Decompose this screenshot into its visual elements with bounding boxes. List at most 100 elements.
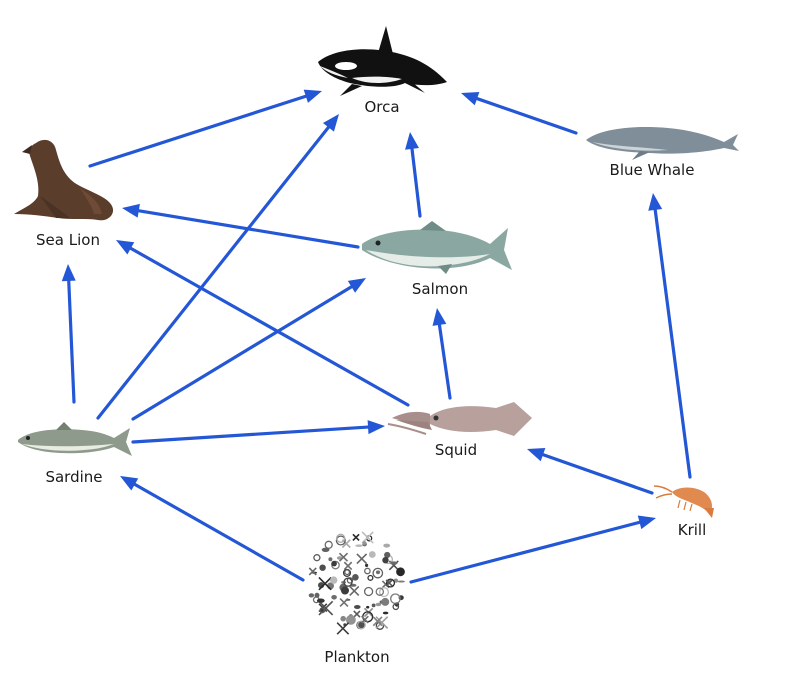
plankton-particle — [331, 560, 337, 567]
plankton-particle — [396, 567, 405, 577]
plankton-particle — [361, 531, 374, 544]
plankton-particle — [375, 587, 385, 596]
edge-squid-to-sealion — [116, 240, 410, 407]
edge-line — [96, 124, 332, 420]
edge-sardine-to-sealion — [61, 264, 76, 404]
edge-line — [539, 452, 654, 495]
node-orca: Orca — [318, 26, 447, 116]
arrowhead — [116, 240, 135, 255]
plankton-particle — [385, 579, 393, 587]
plankton-particle — [343, 561, 353, 571]
plankton-particle — [339, 598, 349, 607]
arrowhead — [648, 193, 663, 211]
edge-krill-to-bluewhale — [648, 193, 692, 479]
arrowhead — [122, 203, 140, 218]
plankton-particle — [375, 602, 382, 607]
edge-line — [653, 206, 692, 479]
salmon-icon — [362, 221, 512, 274]
edge-sealion-to-orca — [88, 89, 322, 168]
plankton-particle — [346, 577, 354, 584]
krill-label: Krill — [678, 521, 707, 539]
plankton-particle — [352, 574, 359, 581]
sea-lion-label: Sea Lion — [36, 231, 100, 249]
plankton-particle — [331, 595, 337, 600]
plankton-label: Plankton — [324, 648, 389, 666]
blue-whale-icon — [586, 127, 739, 160]
plankton-particle — [362, 541, 367, 545]
plankton-particle — [367, 574, 374, 581]
plankton-particle — [330, 576, 338, 584]
plankton-particle — [378, 587, 390, 598]
plankton-particle — [352, 533, 360, 542]
arrowhead — [637, 515, 656, 530]
plankton-particle — [321, 547, 330, 552]
plankton-particle — [344, 569, 351, 576]
edge-line — [135, 208, 360, 249]
plankton-particle — [356, 620, 366, 630]
plankton-particle — [392, 603, 400, 611]
arrowhead — [367, 420, 385, 435]
edge-line — [437, 321, 452, 400]
plankton-particle — [372, 616, 383, 627]
plankton-particle — [313, 554, 321, 562]
plankton-particle — [363, 586, 374, 597]
node-bluewhale: Blue Whale — [586, 127, 739, 179]
plankton-particle — [316, 598, 325, 603]
arrowhead — [347, 278, 366, 293]
plankton-particle — [390, 561, 398, 565]
plankton-particle — [385, 578, 396, 588]
plankton-particle — [353, 610, 361, 618]
plankton-particle — [381, 597, 390, 606]
edges-layer — [61, 89, 692, 584]
plankton-particle — [335, 535, 346, 546]
edge-salmon-to-sealion — [122, 203, 360, 249]
sardine-label: Sardine — [45, 468, 102, 486]
plankton-particle — [375, 570, 381, 575]
plankton-particle — [318, 576, 332, 591]
edge-line — [473, 96, 578, 135]
edge-krill-to-squid — [527, 448, 654, 495]
plankton-particle — [372, 567, 384, 579]
plankton-particle — [375, 621, 385, 630]
plankton-particle — [336, 533, 346, 543]
node-squid: Squid — [387, 402, 532, 459]
plankton-particle — [355, 544, 363, 547]
plankton-particle — [384, 551, 391, 559]
squid-label: Squid — [435, 441, 477, 459]
plankton-particle — [336, 622, 350, 635]
plankton-particle — [371, 603, 376, 608]
plankton-particle — [308, 567, 317, 576]
plankton-particle — [356, 553, 368, 565]
plankton-particle — [368, 551, 376, 558]
plankton-particle — [393, 578, 398, 583]
plankton-particle — [320, 608, 324, 612]
plankton-particle — [324, 540, 333, 549]
edge-line — [410, 145, 422, 218]
edge-line — [131, 284, 355, 421]
plankton-particle — [390, 593, 401, 605]
plankton-particle — [354, 605, 361, 609]
plankton-particle — [314, 592, 320, 598]
edge-line — [67, 277, 76, 404]
node-sealion: Sea Lion — [14, 139, 114, 249]
edge-squid-to-salmon — [432, 308, 452, 400]
arrowhead — [432, 308, 447, 326]
edge-sardine-to-squid — [131, 420, 385, 444]
edge-bluewhale-to-orca — [461, 91, 578, 135]
sea-lion-icon — [14, 139, 114, 221]
edge-plankton-to-sardine — [120, 476, 305, 582]
node-sardine: Sardine — [18, 422, 132, 486]
edge-line — [409, 520, 644, 584]
sardine-icon — [18, 422, 132, 456]
plankton-particle — [340, 615, 347, 622]
orca-icon — [318, 26, 447, 96]
node-salmon: Salmon — [362, 221, 512, 298]
plankton-particle — [360, 615, 369, 624]
plankton-particle — [338, 552, 349, 562]
plankton-particle — [366, 605, 370, 609]
krill-icon — [653, 485, 714, 518]
arrowhead — [303, 89, 322, 103]
edge-sardine-to-orca — [96, 114, 339, 420]
plankton-particle — [382, 557, 389, 564]
